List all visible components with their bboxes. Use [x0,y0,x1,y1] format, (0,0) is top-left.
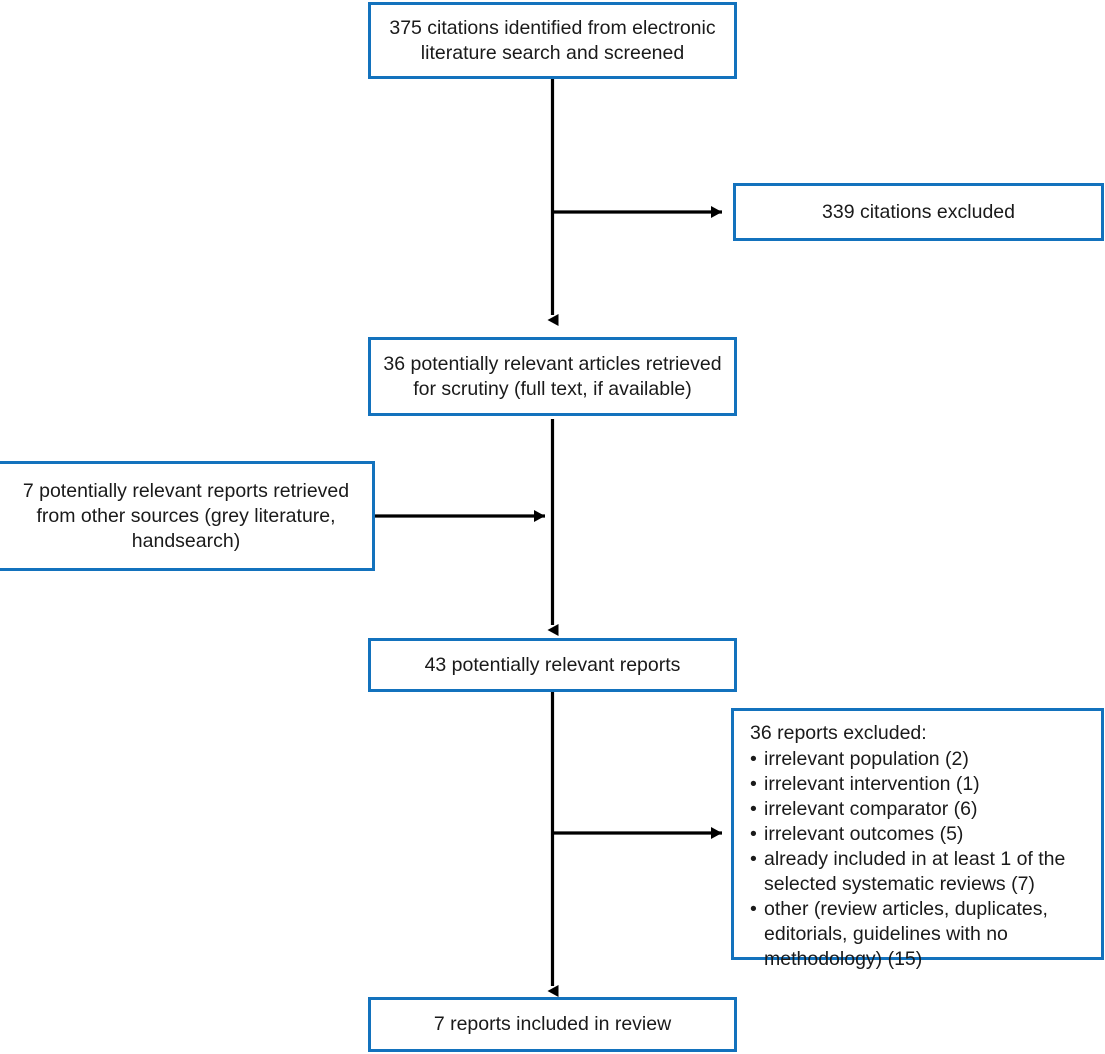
reports-excluded-item: • other (review articles, duplicates, edi… [750,897,1089,972]
reports-excluded-item: • irrelevant intervention (1) [750,772,1089,797]
box-citations-excluded-text: 339 citations excluded [822,200,1015,223]
box-citations-identified-text: 375 citations identified from electronic… [389,16,716,64]
box-reports-included: 7 reports included in review [368,997,737,1052]
reports-excluded-item: • irrelevant outcomes (5) [750,822,1089,847]
box-other-sources-text: 7 potentially relevant reports retrieved… [22,479,350,552]
bullet-icon: • [750,898,757,920]
reports-excluded-item: • irrelevant comparator (6) [750,797,1089,822]
bullet-icon: • [750,748,757,770]
box-citations-excluded: 339 citations excluded [733,183,1104,241]
reports-excluded-item: • already included in at least 1 of the s… [750,847,1089,897]
bullet-icon: • [750,773,757,795]
bullet-icon: • [750,823,757,845]
box-articles-retrieved: 36 potentially relevant articles retriev… [368,337,737,416]
reports-excluded-item-text: irrelevant intervention (1) [764,773,980,795]
reports-excluded-title: 36 reports excluded: [750,722,927,744]
reports-excluded-item-text: already included in at least 1 of the se… [764,848,1066,895]
reports-excluded-list: 36 reports excluded: • irrelevant populat… [750,721,1089,972]
box-other-sources: 7 potentially relevant reports retrieved… [0,461,375,571]
reports-excluded-item: • irrelevant population (2) [750,747,1089,772]
reports-excluded-item-text: irrelevant comparator (6) [764,798,978,820]
box-articles-retrieved-text: 36 potentially relevant articles retriev… [383,352,722,400]
reports-excluded-item-text: other (review articles, duplicates, edit… [764,898,1048,970]
reports-excluded-item-text: irrelevant outcomes (5) [764,823,964,845]
box-citations-identified: 375 citations identified from electronic… [368,2,737,79]
box-reports-included-text: 7 reports included in review [433,1013,672,1035]
box-relevant-reports: 43 potentially relevant reports [368,638,737,692]
box-reports-excluded: 36 reports excluded: • irrelevant populat… [731,708,1104,970]
bullet-icon: • [750,848,757,870]
bullet-icon: • [750,798,757,820]
reports-excluded-item-text: irrelevant population (2) [764,748,969,770]
box-relevant-reports-text: 43 potentially relevant reports [424,653,681,676]
